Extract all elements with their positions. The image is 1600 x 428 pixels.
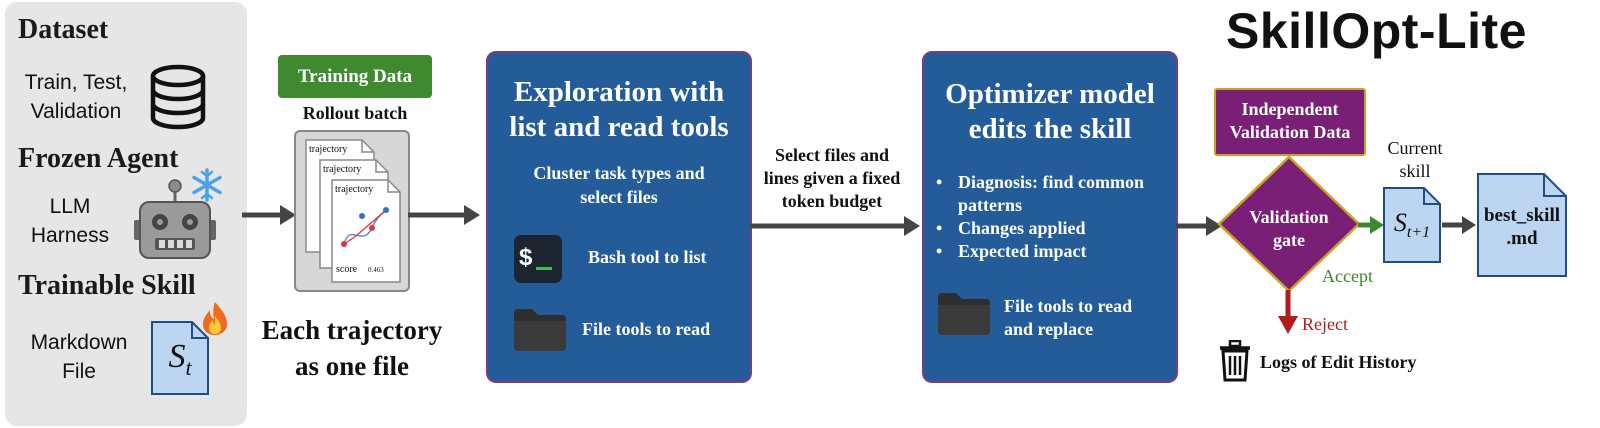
bash-tool-label: Bash tool to list (588, 247, 707, 267)
arrow-exploration-to-optimizer (750, 216, 920, 236)
snowflake-icon (192, 168, 222, 202)
reject-label: Reject (1302, 314, 1348, 334)
best-skill-document-icon: best_skill.md (1476, 172, 1568, 278)
logs-label: Logs of Edit History (1260, 352, 1417, 372)
arrow-current-to-best (1442, 216, 1476, 234)
file-tool-label: File tools to read (582, 319, 711, 339)
accept-arrow (1358, 216, 1384, 234)
rollout-batch-label: Rollout batch (302, 103, 408, 123)
trajectory-page-label-2: trajectory (323, 164, 362, 175)
arrow-inputs-to-batch (242, 205, 296, 225)
arrow-optimizer-to-gate (1176, 216, 1222, 236)
accept-label: Accept (1322, 266, 1373, 286)
rollout-batch-stack: trajectory trajectory trajectory score 0… (294, 130, 410, 292)
folder-icon (514, 309, 566, 351)
fire-icon (203, 302, 227, 335)
bullet-impact: •Expected impact (936, 241, 1087, 261)
trainable-skill-title: Trainable Skill (18, 270, 196, 301)
terminal-icon: $ (514, 235, 562, 283)
skill-document-icon: St (150, 320, 210, 396)
database-icon (150, 64, 206, 130)
dataset-text: Train, Test,Validation (24, 71, 128, 123)
trash-icon (1220, 340, 1250, 382)
trajectory-page-label-1: trajectory (309, 144, 348, 155)
training-data-tag: Training Data (278, 55, 432, 98)
reject-arrow (1278, 290, 1298, 334)
score-value: 0.463 (368, 266, 384, 274)
dataset-title: Dataset (18, 14, 109, 45)
frozen-agent-title: Frozen Agent (18, 143, 179, 174)
current-skill-document-icon: St+1 (1382, 186, 1442, 264)
folder-icon (938, 293, 990, 335)
arrow-batch-to-exploration (408, 205, 480, 225)
trajectory-page-label-3: trajectory (335, 184, 374, 195)
score-label: score (336, 264, 358, 275)
bullet-changes: •Changes applied (936, 218, 1086, 238)
robot-icon (134, 179, 216, 259)
diagram-title: SkillOpt-Lite (1226, 3, 1527, 59)
